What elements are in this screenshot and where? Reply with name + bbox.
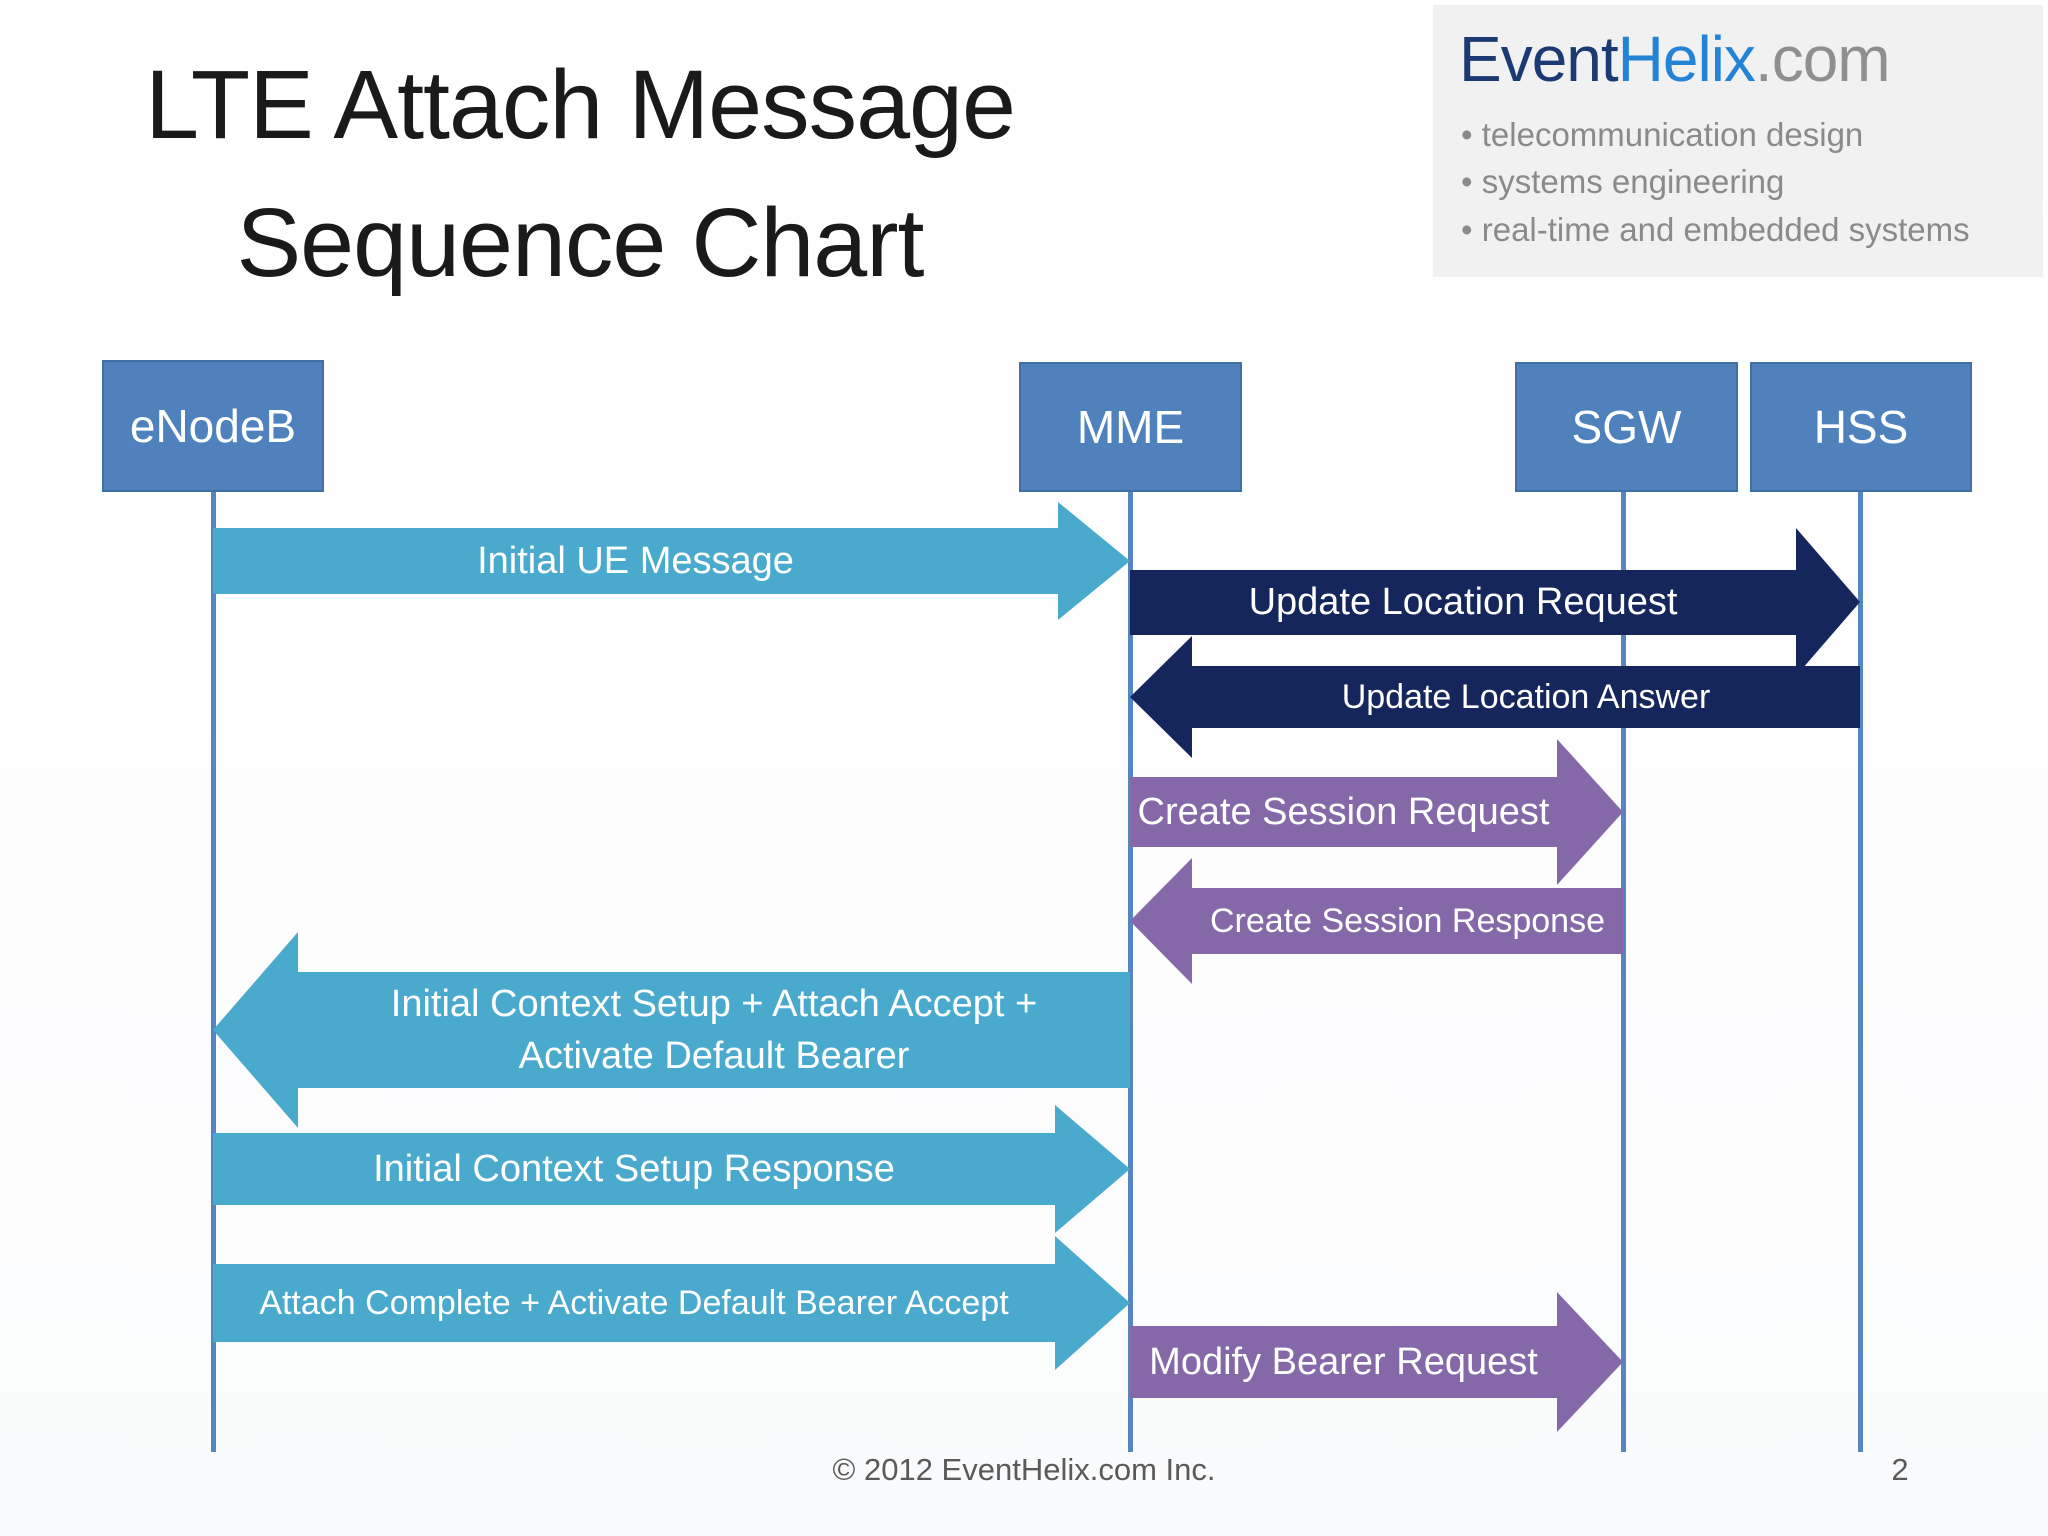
arrow-body: Modify Bearer Request	[1130, 1326, 1557, 1398]
arrow-label: Attach Complete + Activate Default Beare…	[259, 1283, 1009, 1322]
brand-part-2: .com	[1754, 23, 1891, 95]
arrow-label: Create Session Response	[1209, 901, 1605, 940]
arrow-modify-bearer-request: Modify Bearer Request	[1130, 1292, 1623, 1432]
entity-box-hss: HSS	[1750, 362, 1972, 492]
brand-panel: EventHelix.com telecommunication designs…	[1433, 5, 2043, 277]
entity-label: SGW	[1571, 401, 1682, 453]
entity-box-enodeb: eNodeB	[102, 360, 324, 492]
brand-tagline-list: telecommunication designsystems engineer…	[1461, 111, 2019, 255]
arrow-update-location-request: Update Location Request	[1130, 528, 1860, 677]
entity-label: HSS	[1813, 401, 1909, 453]
arrow-label: Initial UE Message	[477, 539, 794, 582]
footer-copyright: © 2012 EventHelix.com Inc.	[832, 1452, 1216, 1487]
arrow-body: Initial Context Setup Response	[213, 1133, 1055, 1205]
arrow-head-left	[1130, 858, 1192, 984]
arrow-body: Initial UE Message	[213, 528, 1058, 594]
entity-label: eNodeB	[129, 400, 297, 452]
arrow-head-right	[1055, 1105, 1130, 1233]
arrow-initial-context-setup-response: Initial Context Setup Response	[213, 1105, 1130, 1233]
slide-title-line1: LTE Attach Message	[145, 50, 1016, 159]
arrow-label: Create Session Request	[1137, 790, 1550, 833]
brand-tagline-item: real-time and embedded systems	[1461, 206, 2019, 254]
arrow-body: Create Session Response	[1192, 888, 1623, 954]
arrow-head-left	[1130, 636, 1192, 758]
arrow-attach-complete: Attach Complete + Activate Default Beare…	[213, 1236, 1130, 1370]
arrow-body: Attach Complete + Activate Default Beare…	[213, 1264, 1055, 1342]
arrow-body: Initial Context Setup + Attach Accept + A…	[298, 972, 1130, 1088]
lifeline-hss	[1857, 490, 1863, 1452]
arrow-label: Update Location Answer	[1341, 677, 1711, 716]
brand-tagline-item: systems engineering	[1461, 158, 2019, 206]
arrow-update-location-answer: Update Location Answer	[1130, 636, 1860, 758]
arrow-body: Create Session Request	[1130, 777, 1557, 847]
arrow-initial-ue-message: Initial UE Message	[213, 502, 1130, 620]
arrow-label: Activate Default Bearer	[518, 1035, 910, 1077]
arrow-label: Initial Context Setup + Attach Accept +	[390, 982, 1038, 1025]
entity-box-mme: MME	[1019, 362, 1242, 492]
slide-title: LTE Attach Message Sequence Chart	[40, 36, 1120, 311]
arrow-body: Update Location Request	[1130, 570, 1796, 635]
arrow-head-right	[1058, 502, 1130, 620]
brand-part-1: Helix	[1617, 23, 1756, 95]
arrow-create-session-request: Create Session Request	[1130, 739, 1623, 885]
entity-box-sgw: SGW	[1515, 362, 1738, 492]
page-number: 2	[1891, 1452, 1909, 1487]
arrow-head-right	[1055, 1236, 1130, 1370]
brand-part-0: Event	[1459, 23, 1619, 95]
arrow-label: Update Location Request	[1248, 581, 1678, 624]
arrow-head-right	[1557, 1292, 1623, 1432]
arrow-body: Update Location Answer	[1192, 666, 1860, 728]
arrow-create-session-response: Create Session Response	[1130, 858, 1623, 984]
lifeline-sgw	[1620, 490, 1626, 1452]
arrow-head-right	[1796, 528, 1860, 676]
arrow-initial-context-setup: Initial Context Setup + Attach Accept + A…	[213, 932, 1130, 1128]
arrow-head-left	[213, 932, 298, 1128]
arrow-head-right	[1557, 739, 1623, 885]
slide-title-line2: Sequence Chart	[236, 187, 924, 297]
entity-label: MME	[1076, 401, 1185, 453]
arrow-label: Initial Context Setup Response	[373, 1147, 895, 1190]
brand-wordmark: EventHelix.com	[1459, 23, 2019, 97]
arrow-label: Modify Bearer Request	[1149, 1340, 1538, 1383]
brand-tagline-item: telecommunication design	[1461, 111, 2019, 159]
